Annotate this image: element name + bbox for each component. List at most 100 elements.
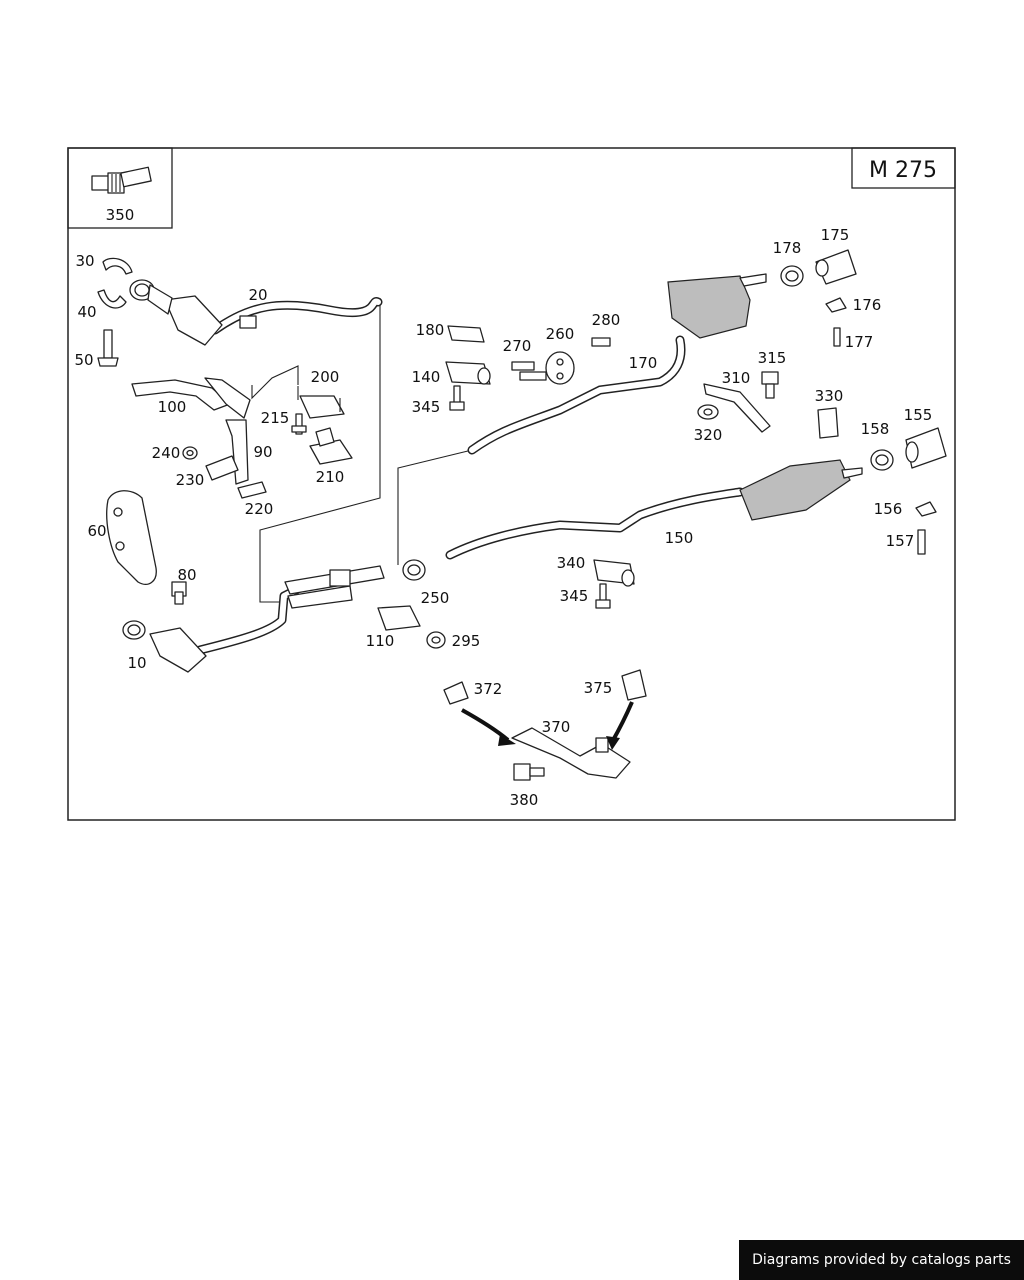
clamp-30[interactable]	[102, 257, 133, 275]
label-380: 380	[510, 791, 539, 809]
label-330: 330	[815, 387, 844, 405]
label-176: 176	[853, 296, 882, 314]
clamp-40[interactable]	[97, 289, 127, 309]
hanger-110[interactable]	[377, 605, 421, 631]
bolt-177[interactable]	[833, 327, 841, 347]
bolt-270[interactable]	[511, 361, 547, 381]
label-340: 340	[557, 554, 586, 572]
footer-credit: Diagrams provided by catalogs parts	[739, 1240, 1024, 1280]
label-215: 215	[261, 409, 290, 427]
front-pipe-lower[interactable]	[122, 585, 301, 673]
label-180: 180	[416, 321, 445, 339]
tailpipe-155[interactable]	[905, 427, 947, 469]
plate-180[interactable]	[447, 325, 485, 343]
clamp-178[interactable]	[780, 265, 804, 287]
label-240: 240	[152, 444, 181, 462]
washer-240[interactable]	[182, 446, 198, 460]
bolt-345-upper[interactable]	[449, 385, 465, 411]
bolt-80[interactable]	[171, 581, 187, 605]
oxygen-sensor-part[interactable]	[91, 166, 152, 194]
rear-muffler-right[interactable]	[739, 459, 863, 521]
plate-230[interactable]	[205, 455, 239, 481]
label-40: 40	[77, 303, 96, 321]
bracket-90[interactable]	[225, 419, 249, 485]
model-code: M 275	[869, 158, 937, 183]
label-375: 375	[584, 679, 613, 697]
center-pipe-section[interactable]	[284, 565, 385, 609]
label-220: 220	[245, 500, 274, 518]
bracket-100[interactable]	[131, 377, 251, 419]
label-20: 20	[248, 286, 267, 304]
tailpipe-175[interactable]	[815, 249, 857, 285]
hanger-200[interactable]	[297, 386, 345, 419]
label-158: 158	[861, 420, 890, 438]
label-30: 30	[75, 252, 94, 270]
label-140: 140	[412, 368, 441, 386]
label-310: 310	[722, 369, 751, 387]
label-345-upper: 345	[412, 398, 441, 416]
clip-176[interactable]	[825, 297, 847, 313]
label-250: 250	[421, 589, 450, 607]
isolator-260[interactable]	[545, 351, 575, 385]
inset-box	[67, 147, 173, 229]
label-100: 100	[158, 398, 187, 416]
clamp-158[interactable]	[870, 449, 894, 471]
label-110: 110	[366, 632, 395, 650]
hanger-210[interactable]	[309, 427, 353, 465]
label-270: 270	[503, 337, 532, 355]
model-code-box	[851, 147, 956, 189]
label-280: 280	[592, 311, 621, 329]
bolt-345-lower[interactable]	[595, 583, 611, 609]
bracket-370[interactable]	[511, 727, 631, 779]
callout-labels: 350 30 40 50 20 100 200 215 90 240 230 2…	[74, 206, 932, 809]
clip-375[interactable]	[621, 669, 647, 701]
label-177: 177	[845, 333, 874, 351]
label-370: 370	[542, 718, 571, 736]
bolt-215[interactable]	[291, 413, 307, 435]
label-345-lower: 345	[560, 587, 589, 605]
label-60: 60	[87, 522, 106, 540]
label-200: 200	[311, 368, 340, 386]
hanger-140[interactable]	[445, 361, 491, 385]
rear-pipe-150[interactable]	[445, 487, 745, 560]
clamp-250[interactable]	[402, 559, 426, 581]
bolt-157[interactable]	[917, 529, 926, 555]
label-80: 80	[177, 566, 196, 584]
label-315: 315	[758, 349, 787, 367]
label-178: 178	[773, 239, 802, 257]
label-156: 156	[874, 500, 903, 518]
label-320: 320	[694, 426, 723, 444]
bracket-310[interactable]	[703, 383, 771, 433]
bolt-315[interactable]	[761, 371, 779, 399]
clip-372[interactable]	[443, 681, 469, 705]
label-170: 170	[629, 354, 658, 372]
label-157: 157	[886, 532, 915, 550]
bolt-280[interactable]	[591, 337, 611, 347]
label-350: 350	[106, 206, 135, 224]
washer-320[interactable]	[697, 404, 719, 420]
hanger-340[interactable]	[593, 559, 635, 587]
label-372: 372	[474, 680, 503, 698]
label-230: 230	[176, 471, 205, 489]
heat-shield-60[interactable]	[106, 490, 157, 585]
bolt-380[interactable]	[513, 763, 545, 781]
label-175: 175	[821, 226, 850, 244]
label-150: 150	[665, 529, 694, 547]
clip-220[interactable]	[237, 481, 267, 499]
rear-muffler-left[interactable]	[667, 273, 767, 339]
rear-pipe-170[interactable]	[467, 335, 686, 455]
front-pipe-upper[interactable]	[129, 279, 383, 346]
label-155: 155	[904, 406, 933, 424]
clip-156[interactable]	[915, 501, 937, 517]
label-210: 210	[316, 468, 345, 486]
label-50: 50	[74, 351, 93, 369]
label-260: 260	[546, 325, 575, 343]
diagram-frame	[67, 147, 956, 821]
washer-295[interactable]	[426, 631, 446, 649]
bolt-50[interactable]	[97, 329, 119, 367]
assembly-arrow	[610, 701, 634, 743]
label-90: 90	[253, 443, 272, 461]
label-10: 10	[127, 654, 146, 672]
isolator-330[interactable]	[817, 407, 839, 439]
